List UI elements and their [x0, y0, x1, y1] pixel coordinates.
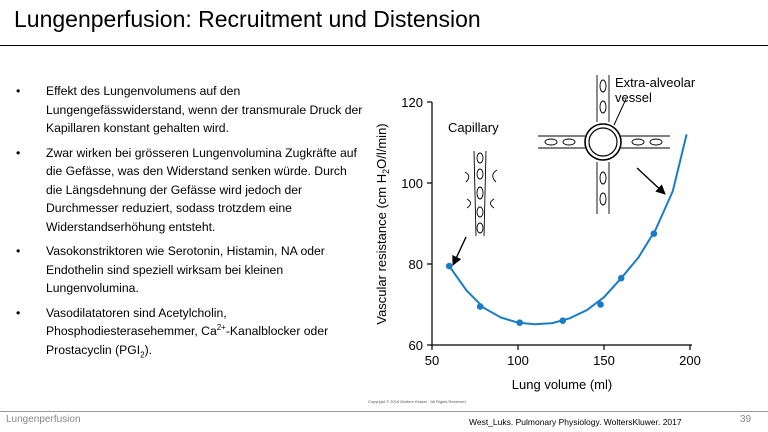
- x-tick-label: 50: [425, 353, 439, 368]
- bullet-list: • Effekt des Lungenvolumens auf den Lung…: [14, 82, 366, 365]
- x-tick-label: 100: [507, 353, 529, 368]
- resistance-curve: [448, 134, 688, 326]
- data-point: [559, 317, 567, 325]
- x-tick-label: 200: [679, 353, 701, 368]
- y-tick-label: 120: [401, 95, 423, 110]
- footer-topic: Lungenperfusion: [6, 414, 81, 425]
- bullet-text-part: Vasodilatatoren sind Acetylcholin, Phosp…: [46, 305, 227, 339]
- data-point: [476, 303, 484, 310]
- extra-alveolar-arrow: [636, 167, 666, 195]
- bullet-marker: •: [16, 305, 21, 320]
- capillary-label: Capillary: [448, 120, 499, 135]
- bullet-text-part: ).: [144, 342, 153, 357]
- y-tick-label: 100: [401, 176, 423, 191]
- extra-alveolar-label-line1: Extra-alveolar: [615, 75, 696, 90]
- data-point: [617, 274, 625, 282]
- extra-alveolar-vessel-illustration: [538, 75, 670, 214]
- data-point: [650, 230, 658, 237]
- footer-citation: West_Luks. Pulmonary Physiology. Wolters…: [469, 417, 682, 427]
- capillary-arrow: [452, 236, 467, 266]
- bullet-subscript: 2: [140, 349, 145, 359]
- page-number: 39: [740, 414, 752, 425]
- bullet-item: • Zwar wirken bei grösseren Lungenvolumi…: [14, 144, 366, 237]
- y-axis-label: Vascular resistance (cm H2O/l/min): [374, 123, 391, 324]
- capillary-illustration: [452, 150, 498, 266]
- slide-title: Lungenperfusion: Recruitment und Distens…: [14, 6, 481, 32]
- bullet-item: • Effekt des Lungenvolumens auf den Lung…: [14, 82, 366, 138]
- data-point: [597, 301, 604, 308]
- bullet-text: Vasokonstriktoren wie Serotonin, Histami…: [46, 244, 325, 295]
- bullet-text-part: -Kanalblocker oder Prostacyclin (PGI: [46, 324, 329, 357]
- title-divider: [0, 45, 768, 46]
- x-tick-label: 150: [593, 353, 615, 368]
- bullet-item: • Vasodilatatoren sind Acetylcholin, Pho…: [14, 304, 366, 360]
- bullet-marker: •: [16, 244, 21, 258]
- bullet-text: Zwar wirken bei grösseren Lungenvolumina…: [46, 145, 357, 234]
- bullet-marker: •: [16, 145, 21, 160]
- footer-divider: [0, 411, 768, 412]
- extra-alveolar-pointer: [613, 98, 627, 126]
- data-point: [445, 262, 453, 270]
- y-tick-label: 80: [409, 257, 423, 272]
- bullet-marker: •: [16, 84, 21, 98]
- bullet-superscript: 2+: [216, 322, 226, 332]
- y-tick-label: 60: [409, 338, 423, 353]
- x-axis-label: Lung volume (ml): [512, 377, 612, 392]
- extra-alveolar-label-line2: vessel: [615, 90, 652, 105]
- bullet-item: • Vasokonstriktoren wie Serotonin, Hista…: [14, 242, 366, 298]
- chart-axes: [431, 102, 692, 346]
- resistance-chart: 50 100 150 200 60 80 100 120 Vascular resistanc…: [374, 75, 701, 392]
- bullet-text: Effekt des Lungenvolumens auf den Lungen…: [46, 84, 363, 135]
- copyright-notice: Copyright © 2016 Wolters Kluwer · All Ri…: [368, 399, 466, 404]
- data-point: [516, 319, 524, 327]
